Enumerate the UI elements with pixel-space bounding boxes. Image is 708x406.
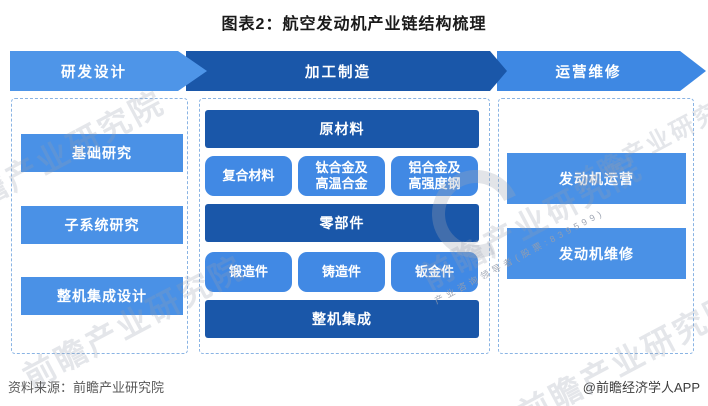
mfg-item-titanium-high-temp-alloy: 钛合金及 高温合金 bbox=[298, 156, 385, 196]
stage-arrow-operations-maintenance: 运营维修 bbox=[497, 51, 706, 91]
mfg-item-sheet-metal-parts: 钣金件 bbox=[391, 252, 478, 292]
rd-item-whole-machine-integration-design: 整机集成设计 bbox=[21, 277, 183, 315]
mfg-item-aluminum-high-strength-steel: 铝合金及 高强度钢 bbox=[391, 156, 478, 196]
mfg-item-composite-materials: 复合材料 bbox=[205, 156, 292, 196]
stage-label-rd-design: 研发设计 bbox=[61, 64, 127, 81]
ops-item-engine-operation: 发动机运营 bbox=[507, 153, 686, 204]
column-frame-operations bbox=[498, 98, 694, 354]
mfg-header-raw-materials: 原材料 bbox=[205, 110, 479, 148]
stage-label-operations-maintenance: 运营维修 bbox=[555, 64, 622, 81]
ops-item-engine-maintenance: 发动机维修 bbox=[507, 228, 686, 279]
mfg-item-cast-parts: 铸造件 bbox=[298, 252, 385, 292]
stage-label-manufacturing: 加工制造 bbox=[305, 64, 371, 81]
stage-arrow-manufacturing: 加工制造 bbox=[186, 51, 507, 91]
mfg-bar-whole-machine-integration: 整机集成 bbox=[205, 300, 479, 338]
rd-item-basic-research: 基础研究 bbox=[21, 134, 183, 172]
column-frame-manufacturing bbox=[199, 98, 490, 354]
source-note: 资料来源：前瞻产业研究院 bbox=[8, 380, 165, 395]
mfg-header-components: 零部件 bbox=[205, 204, 479, 242]
mfg-item-forged-parts: 锻造件 bbox=[205, 252, 292, 292]
rd-item-subsystem-research: 子系统研究 bbox=[21, 206, 183, 244]
chart-title: 图表2：航空发动机产业链结构梳理 bbox=[221, 16, 487, 33]
column-frame-rd-design bbox=[11, 98, 188, 354]
stage-arrow-rd-design: 研发设计 bbox=[10, 51, 207, 91]
credit-note: @前瞻经济学人APP bbox=[582, 380, 700, 395]
